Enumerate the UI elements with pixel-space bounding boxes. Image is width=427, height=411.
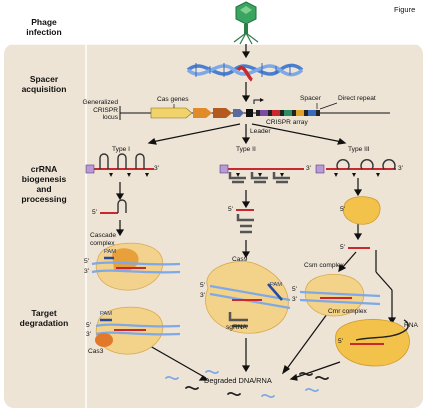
crispr-array-label: CRISPR array [266, 119, 308, 126]
phage-icon [233, 1, 259, 45]
csm-complex-label: Csm complex [304, 262, 344, 269]
type3-crrna-five-prime: 5' [340, 244, 345, 251]
stage-phage-infection: Phage infection [6, 17, 82, 37]
cas3-five-prime: 5' [86, 322, 91, 329]
type3-transcript [315, 159, 396, 249]
rna-label: RNA [404, 322, 418, 329]
type3-label: Type III [348, 146, 370, 153]
stage-target-degradation: Target degradation [6, 308, 82, 328]
cas3-three-prime: 3' [86, 331, 91, 338]
cascade-complex [91, 242, 181, 291]
type3-intermediate-five-prime: 5' [340, 206, 345, 213]
corner-label: Figure [394, 5, 416, 14]
csm-complex-shape [299, 273, 381, 317]
pam-label-cas3: PAM [100, 311, 113, 317]
cas9-label: Cas9 [232, 256, 248, 263]
type3-three-prime: 3' [398, 165, 403, 172]
cascade-five-prime: 5' [84, 258, 89, 265]
cascade-complex-label: Cascade complex [90, 232, 117, 247]
cas-genes-label: Cas genes [157, 96, 189, 103]
section-dividers [4, 43, 423, 408]
sgrna-label: sgRNA [226, 324, 247, 331]
csm-five-prime: 5' [292, 286, 297, 293]
pam-label-cas9: PAM [270, 282, 283, 288]
dna-helix-icon [186, 63, 304, 82]
type1-three-prime: 3' [154, 165, 159, 172]
cas9-three-prime: 3' [200, 292, 205, 299]
pam-label-cascade: PAM [104, 249, 117, 255]
type1-label: Type I [112, 146, 130, 153]
generalized-locus-label: Generalized CRISPR locus [82, 99, 118, 122]
type2-three-prime: 3' [306, 165, 311, 172]
stage-spacer-acquisition: Spacer acquisition [6, 74, 82, 94]
type1-crrna-five-prime: 5' [92, 209, 97, 216]
stage-crrna-processing: crRNA biogenesis and processing [6, 164, 82, 204]
cascade-three-prime: 3' [84, 268, 89, 275]
degraded-dna-rna-label: Degraded DNA/RNA [204, 376, 272, 385]
csm-three-prime: 3' [292, 296, 297, 303]
type1-transcript [85, 153, 154, 214]
stage-phage-infection-text: Phage infection [26, 17, 62, 37]
crispr-locus [119, 98, 390, 120]
direct-repeat-label: Direct repeat [338, 95, 376, 102]
type2-crrna-five-prime: 5' [228, 206, 233, 213]
type2-label: Type II [236, 146, 256, 153]
cascade-cas3-complex [95, 306, 181, 355]
cas3-label: Cas3 [88, 348, 104, 355]
cmr-complex-label: Cmr complex [328, 308, 367, 315]
cas9-five-prime: 5' [200, 282, 205, 289]
stage-crrna-processing-text: crRNA biogenesis and processing [21, 164, 67, 204]
crispr-array-units [256, 110, 320, 116]
stage-spacer-acquisition-text: Spacer acquisition [21, 74, 67, 94]
spacer-label: Spacer [300, 95, 321, 102]
stage-target-degradation-text: Target degradation [19, 308, 69, 328]
type2-transcript [219, 164, 304, 234]
degraded-fragments [165, 369, 329, 399]
cas9-complex [205, 261, 291, 334]
cmr-five-prime: 5' [338, 338, 343, 345]
cmr-complex-shape [335, 319, 410, 367]
flow-arrows [115, 44, 397, 381]
leader-label: Leader [250, 128, 271, 135]
